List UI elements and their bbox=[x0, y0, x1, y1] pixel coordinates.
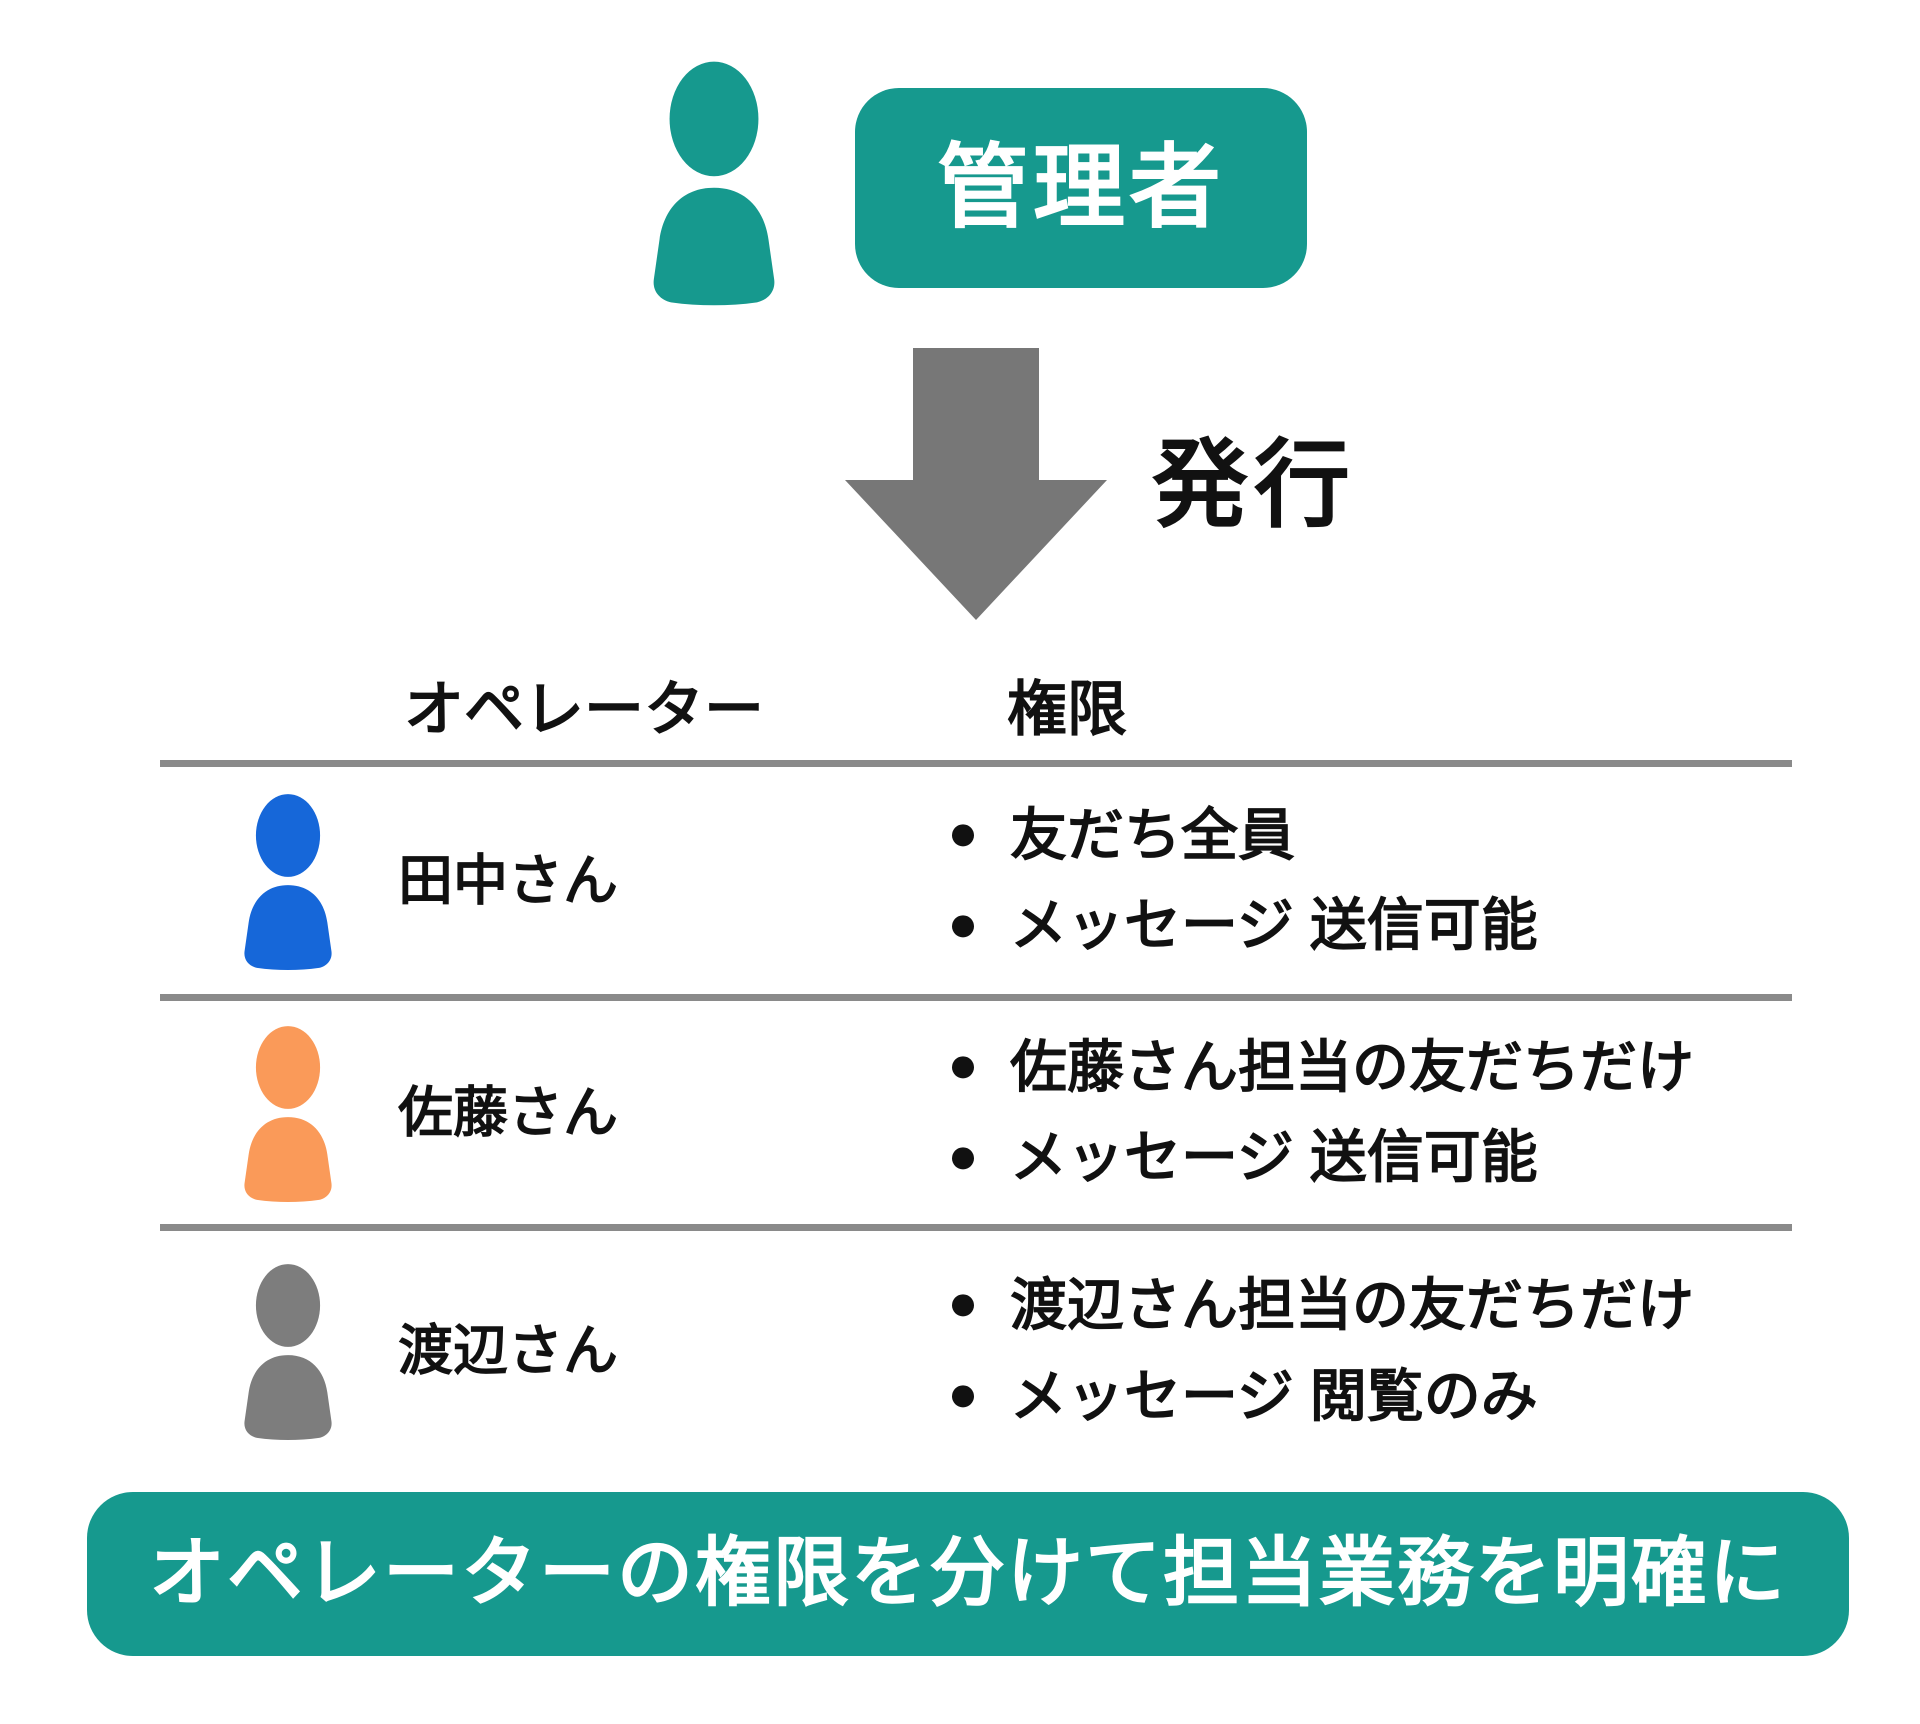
footer-label: オペレーターの権限を分けて担当業務を明確に bbox=[149, 1531, 1787, 1616]
admin-person-icon bbox=[628, 58, 800, 306]
permission-item: メッセージ 閲覧のみ bbox=[952, 1365, 1694, 1428]
permission-text: 渡辺さん担当の友だちだけ bbox=[1010, 1273, 1694, 1338]
permission-text: 友だち全員 bbox=[1010, 802, 1295, 867]
operator-name: 佐藤さん bbox=[398, 1081, 619, 1143]
operator-name: 田中さん bbox=[398, 849, 619, 911]
permission-item: メッセージ 送信可能 bbox=[952, 1125, 1694, 1190]
column-header-permission: 権限 bbox=[1007, 676, 1127, 743]
permission-item: 友だち全員 bbox=[952, 804, 1538, 867]
permission-text: メッセージ 送信可能 bbox=[1010, 1125, 1538, 1190]
table-row-tanaka: 田中さん 友だち全員 メッセージ 送信可能 bbox=[0, 767, 1920, 994]
permission-text: メッセージ 送信可能 bbox=[1010, 893, 1538, 958]
permission-item: メッセージ 送信可能 bbox=[952, 893, 1538, 958]
permission-list: 渡辺さん担当の友だちだけ メッセージ 閲覧のみ bbox=[952, 1274, 1694, 1427]
operator-name: 渡辺さん bbox=[398, 1319, 619, 1382]
bullet-icon bbox=[952, 1146, 974, 1169]
down-arrow-icon bbox=[845, 348, 1107, 620]
bullet-icon bbox=[952, 1294, 974, 1317]
permission-list: 佐藤さん担当の友だちだけ メッセージ 送信可能 bbox=[952, 1036, 1694, 1189]
operator-person-icon bbox=[222, 792, 354, 970]
table-row-watanabe: 渡辺さん 渡辺さん担当の友だちだけ メッセージ 閲覧のみ bbox=[0, 1231, 1920, 1471]
permission-text: メッセージ 閲覧のみ bbox=[1010, 1364, 1538, 1428]
bullet-icon bbox=[952, 1385, 974, 1408]
bullet-icon bbox=[952, 824, 974, 847]
bullet-icon bbox=[952, 914, 974, 937]
operator-person-icon bbox=[222, 1262, 354, 1440]
permission-list: 友だち全員 メッセージ 送信可能 bbox=[952, 804, 1538, 957]
permission-item: 渡辺さん担当の友だちだけ bbox=[952, 1274, 1694, 1337]
permission-item: 佐藤さん担当の友だちだけ bbox=[952, 1036, 1694, 1099]
column-header-operator: オペレーター bbox=[404, 676, 764, 743]
issue-label: 発行 bbox=[1152, 432, 1356, 539]
admin-badge: 管理者 bbox=[855, 88, 1307, 288]
row-divider bbox=[160, 760, 1792, 767]
row-divider bbox=[160, 1224, 1792, 1231]
row-divider bbox=[160, 994, 1792, 1001]
admin-badge-label: 管理者 bbox=[936, 137, 1225, 239]
footer-banner: オペレーターの権限を分けて担当業務を明確に bbox=[87, 1492, 1849, 1656]
operator-person-icon bbox=[222, 1024, 354, 1202]
bullet-icon bbox=[952, 1056, 974, 1079]
table-row-sato: 佐藤さん 佐藤さん担当の友だちだけ メッセージ 送信可能 bbox=[0, 1001, 1920, 1224]
permission-text: 佐藤さん担当の友だちだけ bbox=[1010, 1034, 1694, 1099]
